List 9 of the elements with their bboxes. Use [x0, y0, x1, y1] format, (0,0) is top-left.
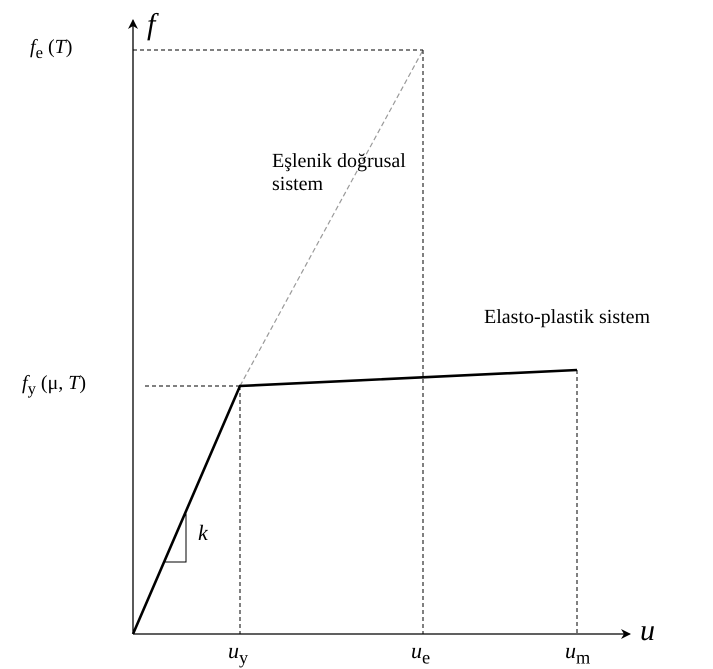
axis-tick-label: u$_{y}$	[228, 638, 248, 668]
axis-tick-label: f$_{e}$ (T)	[30, 36, 72, 62]
axis-tick-label: u$_{m}$	[565, 638, 590, 668]
axis-tick-label: u$_{e}$	[411, 638, 430, 668]
axis-label: u	[640, 614, 655, 648]
axis-tick-label: f$_{y}$ (μ, T)	[22, 372, 86, 398]
curve-label: Elasto-plastik sistem	[484, 306, 650, 329]
slope-label: k	[198, 520, 208, 546]
curve-label: Eşlenik doğrusal sistem	[272, 150, 407, 196]
